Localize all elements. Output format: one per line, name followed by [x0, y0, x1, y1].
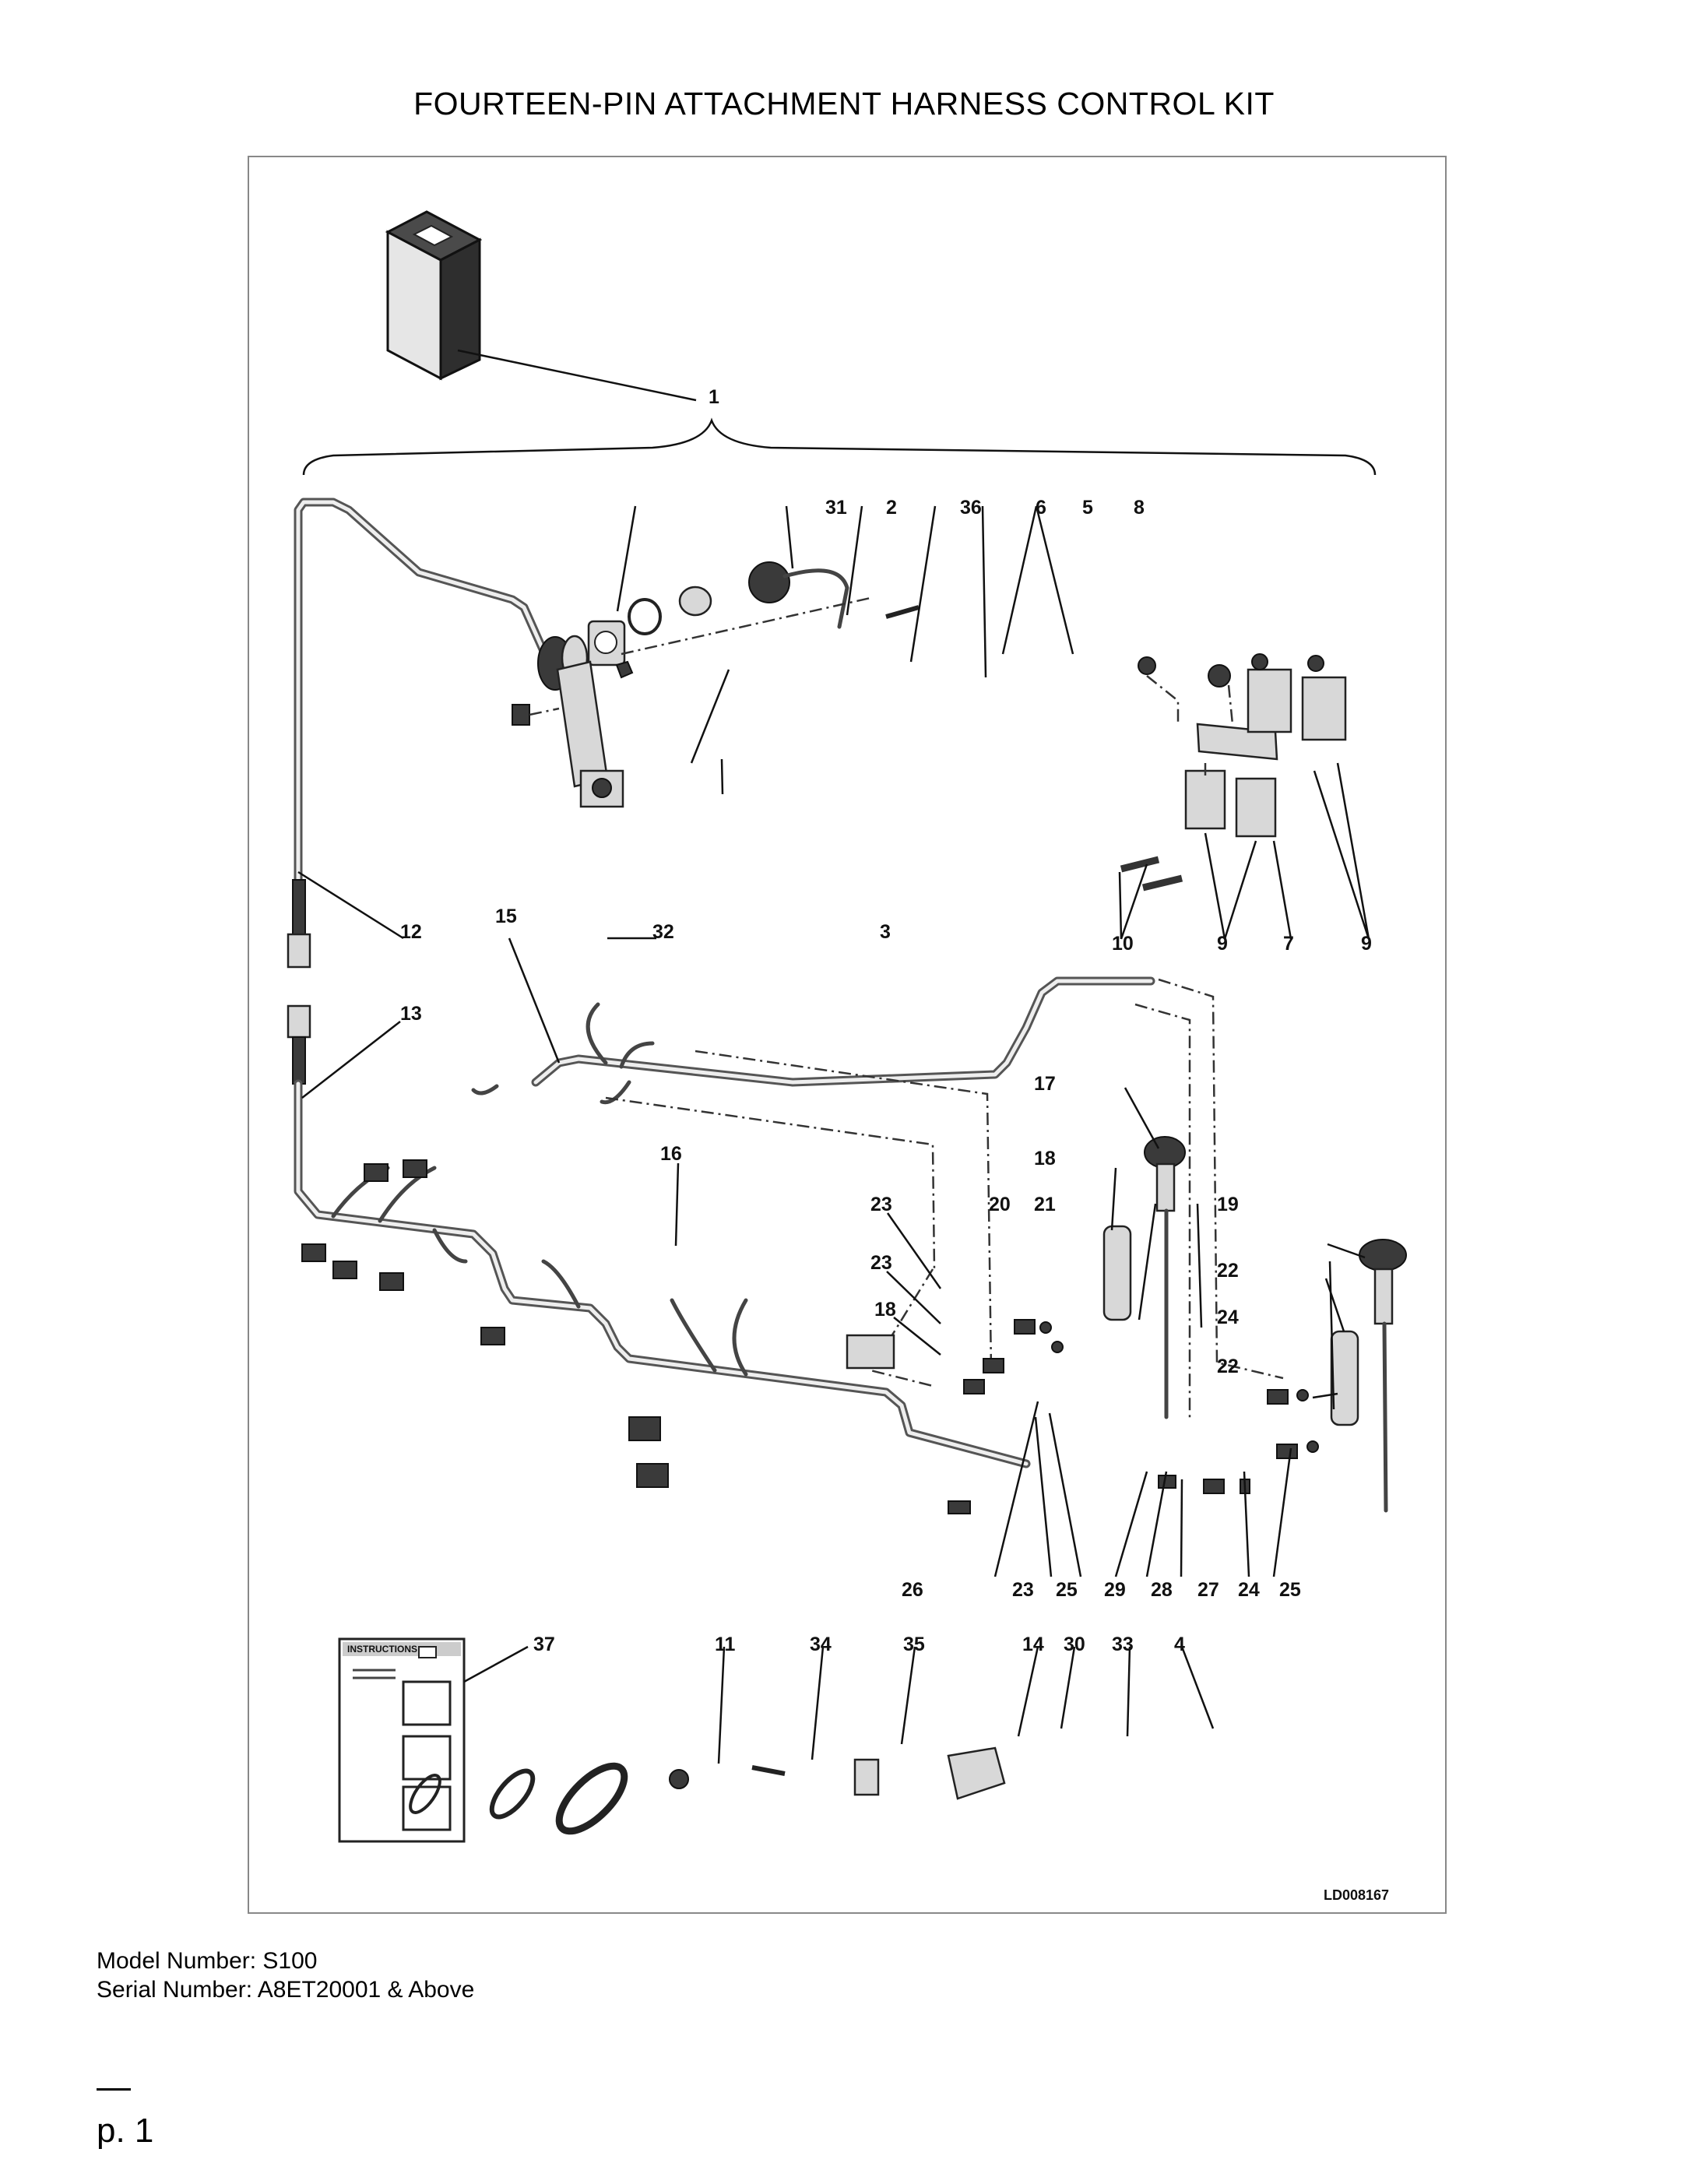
- callout-28: 28: [1151, 1579, 1173, 1601]
- kit-box-illustration: [385, 210, 483, 381]
- harness-13: [287, 1004, 1031, 1468]
- callout-leaders: [297, 505, 1370, 1577]
- parts-diagram: .pipe { fill:none; stroke:#555; stroke-w…: [287, 210, 1407, 1903]
- callout-5: 5: [1082, 497, 1093, 519]
- connector-assembly: [512, 561, 920, 808]
- model-info: Model Number: S100 Serial Number: A8ET20…: [97, 1947, 474, 2004]
- callout-20: 20: [989, 1194, 1011, 1215]
- callout-23b: 24: [1217, 1307, 1239, 1328]
- callout-23c: 23: [1012, 1579, 1034, 1601]
- callout-8: 8: [1134, 497, 1145, 519]
- callout-35: 35: [903, 1634, 925, 1655]
- instructions-label: INSTRUCTIONS: [347, 1644, 417, 1655]
- callout-4: 4: [1174, 1634, 1185, 1655]
- callout-13: 13: [400, 1003, 422, 1025]
- callout-30: 30: [1064, 1634, 1085, 1655]
- callout-21: 21: [1034, 1194, 1056, 1215]
- callout-2: 2: [886, 497, 897, 519]
- callout-1: 1: [709, 386, 719, 408]
- callout-11: 11: [715, 1634, 736, 1655]
- callout-36: 36: [960, 497, 982, 519]
- harness-15: [471, 976, 1284, 1421]
- callout-12: 12: [400, 921, 422, 943]
- callout-9b: 9: [1361, 933, 1372, 955]
- page-number: p. 1: [97, 2112, 154, 2150]
- callout-15: 15: [495, 906, 517, 927]
- callout-26: 26: [902, 1579, 923, 1601]
- callout-10: 10: [1112, 933, 1134, 955]
- callout-27: 27: [1197, 1579, 1219, 1601]
- callout-33: 33: [1112, 1634, 1134, 1655]
- relay-bracket-group: [1120, 653, 1347, 892]
- callout-29: 29: [1104, 1579, 1126, 1601]
- callout-18: 18: [1034, 1148, 1056, 1169]
- callout-17: 17: [1034, 1073, 1056, 1095]
- model-number: Model Number: S100: [97, 1948, 318, 1974]
- callout-16: 16: [660, 1143, 682, 1165]
- callout-9: 9: [1217, 933, 1228, 955]
- diagram-frame: [248, 156, 1447, 1914]
- callout-22b: 22: [1217, 1356, 1239, 1377]
- callout-24: 18: [874, 1299, 896, 1321]
- callout-14: 14: [1022, 1634, 1044, 1655]
- leader-line: [457, 349, 697, 402]
- loose-parts-row: [338, 1637, 1215, 1843]
- page-title: FOURTEEN-PIN ATTACHMENT HARNESS CONTROL …: [413, 86, 1275, 121]
- callout-24b: 24: [1238, 1579, 1260, 1601]
- callout-22: 23: [870, 1252, 892, 1274]
- callout-19: 19: [1217, 1194, 1239, 1215]
- callout-25: 25: [1056, 1579, 1078, 1601]
- callout-34: 34: [810, 1634, 832, 1655]
- callout-18b: 22: [1217, 1260, 1239, 1282]
- serial-number: Serial Number: A8ET20001 & Above: [97, 1977, 475, 2003]
- callout-3: 3: [880, 921, 891, 943]
- kit-brace: [302, 417, 1377, 476]
- callout-37: 37: [533, 1634, 555, 1655]
- page-divider: [97, 2088, 131, 2091]
- callout-25b: 25: [1279, 1579, 1301, 1601]
- callout-6: 6: [1036, 497, 1046, 519]
- harness-12: [287, 498, 551, 969]
- handle-switches: [1102, 1136, 1407, 1513]
- callout-32: 32: [652, 921, 674, 943]
- callout-7: 7: [1283, 933, 1294, 955]
- callout-23: 23: [870, 1194, 892, 1215]
- diagram-code: LD008167: [1324, 1887, 1389, 1903]
- callout-labels: 1 31 2 36 6 5 8 32 3 12 15 10 9 7 9 13 1…: [400, 386, 1372, 1655]
- small-connector-parts: [301, 1159, 1319, 1514]
- callout-31: 31: [825, 497, 847, 519]
